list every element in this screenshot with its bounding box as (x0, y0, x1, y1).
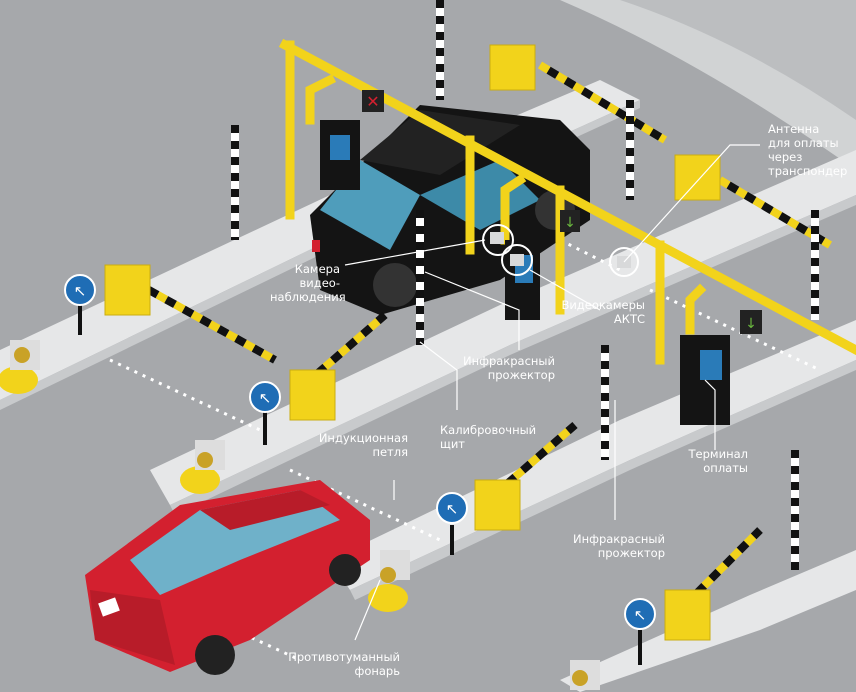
label-akts-cameras: Видеокамеры АКТС (561, 298, 645, 326)
label-camera: Камера видео- наблюдения (270, 262, 346, 304)
label-induction-loop: Индукционная петля (318, 431, 408, 459)
label-ir-projector-1: Инфракрасный прожектор (463, 354, 555, 382)
leader-lines (344, 144, 760, 641)
label-ir-projector-2: Инфракрасный прожектор (573, 532, 665, 560)
svg-text:↖: ↖ (259, 389, 272, 407)
direction-signs: ↖ ↖ ↖ ↖ (64, 274, 656, 665)
green-arrow-signal (560, 210, 580, 232)
red-car (85, 480, 370, 675)
svg-text:↓: ↓ (745, 316, 757, 332)
barrier-booms (138, 61, 833, 603)
red-x-signal (362, 90, 384, 112)
label-fog-lamp: Противотуманный фонарь (288, 650, 400, 678)
fog-lamps (0, 340, 600, 690)
svg-text:↖: ↖ (74, 282, 87, 300)
svg-text:✕: ✕ (366, 92, 379, 111)
svg-text:↓: ↓ (564, 215, 576, 231)
payment-terminals (320, 120, 730, 425)
checkered-poles (231, 0, 819, 570)
barrier-boxes (104, 44, 721, 641)
svg-text:↖: ↖ (634, 606, 647, 624)
label-antenna: Антенна для оплаты через транспондер (768, 122, 848, 178)
label-calibration-shield: Калибровочный щит (440, 423, 537, 451)
svg-text:↖: ↖ (446, 500, 459, 518)
label-payment-terminal: Терминал оплаты (688, 447, 748, 475)
